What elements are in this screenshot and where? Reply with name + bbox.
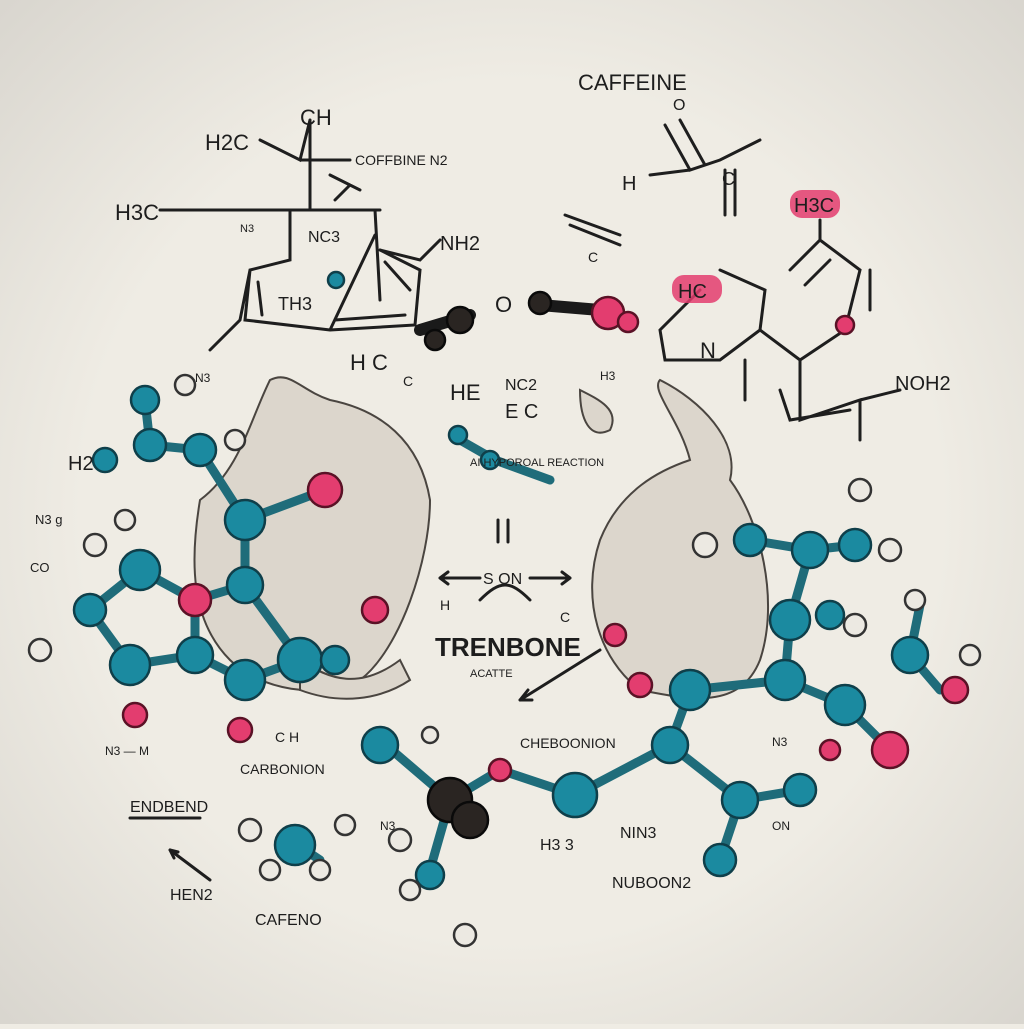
label-h3c: H3C [115,200,159,225]
label-n3m: N3 — M [105,744,149,758]
label-c-mid2: C [560,609,570,625]
label-son: S ON [483,571,522,588]
title-caffeine: CAFFEINE [578,70,687,95]
label-n: N [700,338,716,363]
hc-highlight [672,275,722,303]
label-endbend: ENDBEND [130,799,208,816]
arrows [128,518,602,882]
label-carbonion: CARBONION [240,761,325,777]
label-h3c-pink: H3C [794,195,834,217]
skeletal-formula-right [658,218,902,442]
label-ch-small: C H [275,729,299,745]
label-n3-left: N3 [195,371,211,385]
label-cheboonion: CHEBOONION [520,735,616,751]
label-n3g: N3 g [35,512,62,527]
label-nc3: NC3 [308,229,340,246]
label-he: HE [450,380,481,405]
figure-right [578,378,770,700]
label-reaction: AI HYPOROAL REACTION [470,457,604,469]
label-n3-r: N3 [772,735,788,749]
label-h3-mid: H3 [600,369,616,383]
label-h2: H2 [68,453,94,475]
labels: CAFFEINE CH H2C COFFBINE N2 H3C NH2 NC3 … [30,70,951,929]
skeletal-formula-left [158,118,442,352]
label-hc-pink: HC [678,281,707,303]
label-hen2: HEN2 [170,887,213,904]
label-ch: CH [300,105,332,130]
label-h-mid: H [440,597,450,613]
label-cafeno: CAFENO [255,912,322,929]
label-o-top: O [673,97,685,114]
label-caffeine-n2: COFFBINE N2 [355,152,448,168]
label-nuboon2: NUBOON2 [612,875,691,892]
label-h-top: H [622,173,636,195]
label-h2c: H2C [205,130,249,155]
label-hc: H C [350,350,388,375]
label-o: O [495,292,512,317]
label-nin3: NIN3 [620,825,657,842]
label-on: ON [772,819,790,833]
label-c-mid: C [403,373,413,389]
label-nc2: NC2 [505,377,537,394]
label-n3: N3 [240,223,254,235]
label-trenbone: TRENBONE [435,632,581,662]
label-c-small: C [588,249,598,265]
skeletal-formula-top-right [563,118,762,247]
atoms [27,270,982,948]
label-noh2: NOH2 [895,373,951,395]
label-nh2: NH2 [440,233,480,255]
label-acetate: ACATTE [470,668,513,680]
h3c-highlight [790,190,840,218]
label-h3-b: H3 3 [540,837,574,854]
label-co: CO [30,560,50,575]
label-c-top: C [722,169,735,189]
label-n3-b: N3 [380,819,396,833]
label-th3: TH3 [278,294,312,314]
label-ec: E C [505,401,538,423]
